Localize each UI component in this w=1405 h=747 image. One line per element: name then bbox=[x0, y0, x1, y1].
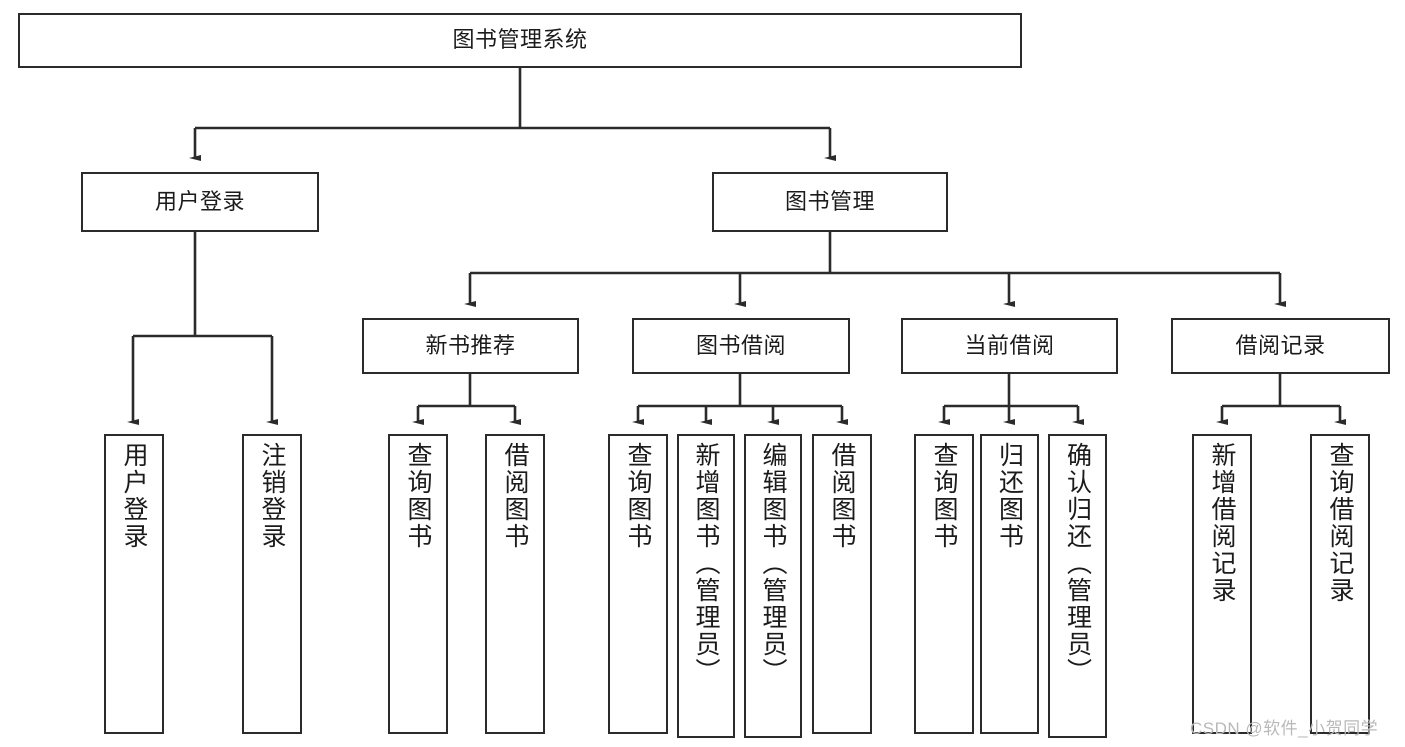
leaf-record-query-record[interactable]: 查询借阅记录 bbox=[1310, 434, 1370, 734]
leaf-borrow-add-book-admin-label: 新增图书（管理员） bbox=[692, 442, 720, 685]
leaf-borrow-borrow-book[interactable]: 借阅图书 bbox=[812, 434, 872, 734]
leaf-recommend-borrow-book[interactable]: 借阅图书 bbox=[485, 434, 545, 734]
leaf-current-query-book[interactable]: 查询图书 bbox=[914, 434, 974, 734]
leaf-current-confirm-return-admin-label: 确认归还（管理员） bbox=[1063, 442, 1092, 685]
leaf-borrow-add-book-admin[interactable]: 新增图书（管理员） bbox=[677, 434, 735, 738]
node-new-book-recommend-label: 新书推荐 bbox=[425, 332, 516, 358]
leaf-borrow-edit-book-admin[interactable]: 编辑图书（管理员） bbox=[744, 434, 802, 738]
leaf-borrow-edit-book-admin-label: 编辑图书（管理员） bbox=[759, 442, 787, 685]
node-root-system[interactable]: 图书管理系统 bbox=[18, 13, 1022, 68]
leaf-user-login-label: 用户登录 bbox=[120, 442, 148, 550]
leaf-borrow-borrow-book-label: 借阅图书 bbox=[828, 442, 856, 550]
leaf-record-add-record-label: 新增借阅记录 bbox=[1208, 442, 1236, 604]
node-borrow-record[interactable]: 借阅记录 bbox=[1171, 318, 1390, 374]
leaf-current-query-book-label: 查询图书 bbox=[930, 442, 958, 550]
leaf-current-return-book-label: 归还图书 bbox=[995, 442, 1024, 550]
node-user-login-label: 用户登录 bbox=[154, 188, 245, 214]
leaf-borrow-query-book[interactable]: 查询图书 bbox=[608, 434, 668, 734]
leaf-current-return-book[interactable]: 归还图书 bbox=[980, 434, 1039, 734]
leaf-recommend-borrow-book-label: 借阅图书 bbox=[501, 442, 529, 550]
leaf-logout-login[interactable]: 注销登录 bbox=[242, 434, 302, 734]
node-borrow-record-label: 借阅记录 bbox=[1235, 332, 1326, 358]
node-book-borrow-label: 图书借阅 bbox=[695, 332, 786, 358]
node-current-borrow[interactable]: 当前借阅 bbox=[901, 318, 1118, 374]
leaf-user-login[interactable]: 用户登录 bbox=[104, 434, 164, 734]
node-root-label: 图书管理系统 bbox=[452, 27, 588, 53]
leaf-current-confirm-return-admin[interactable]: 确认归还（管理员） bbox=[1048, 434, 1107, 738]
leaf-borrow-query-book-label: 查询图书 bbox=[624, 442, 652, 550]
leaf-recommend-query-book[interactable]: 查询图书 bbox=[388, 434, 448, 734]
node-book-management[interactable]: 图书管理 bbox=[712, 172, 948, 232]
node-user-login[interactable]: 用户登录 bbox=[81, 172, 319, 232]
leaf-record-add-record[interactable]: 新增借阅记录 bbox=[1192, 434, 1252, 734]
node-book-borrow[interactable]: 图书借阅 bbox=[632, 318, 850, 374]
leaf-record-query-record-label: 查询借阅记录 bbox=[1326, 442, 1354, 604]
node-current-borrow-label: 当前借阅 bbox=[964, 332, 1055, 358]
leaf-logout-login-label: 注销登录 bbox=[258, 442, 286, 550]
node-new-book-recommend[interactable]: 新书推荐 bbox=[362, 318, 579, 374]
node-book-management-label: 图书管理 bbox=[784, 188, 875, 214]
leaf-recommend-query-book-label: 查询图书 bbox=[404, 442, 432, 550]
